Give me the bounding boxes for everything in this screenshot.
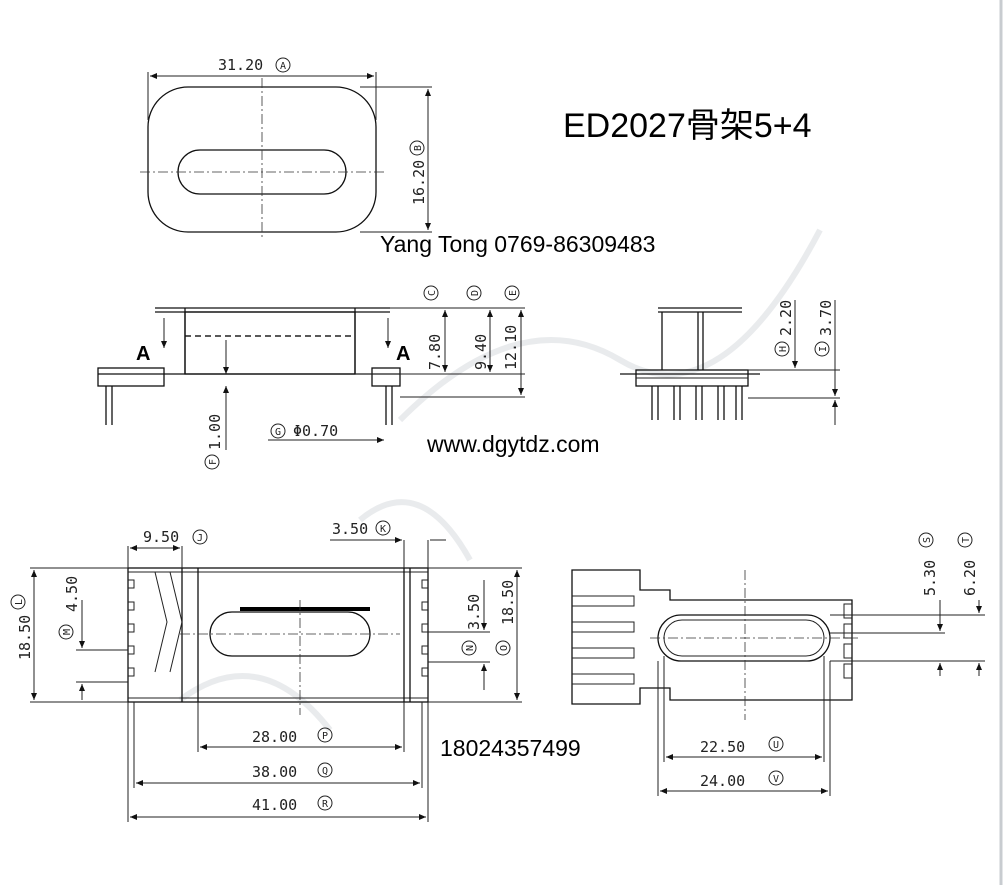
side-view: A A 7.80 9.40 12.10 C D E 1.00 F G Φ0.70 (97, 285, 525, 470)
dim-d-tag: D (470, 290, 481, 296)
top-view: 31.20 A 16.20 B (140, 56, 432, 240)
dim-e-value: 12.10 (502, 325, 520, 370)
dim-o-value: 18.50 (499, 580, 517, 625)
dim-g-tag: G (275, 427, 281, 438)
dim-k-tag: K (380, 524, 386, 535)
dim-i-value: 3.70 (817, 300, 835, 336)
dim-a-tag: A (280, 61, 286, 72)
watermark (178, 228, 823, 732)
dim-t-value: 6.20 (961, 560, 979, 596)
dim-h-tag: H (778, 346, 789, 352)
phone-number: 18024357499 (440, 735, 581, 761)
dim-f-value: 1.00 (206, 414, 224, 450)
dim-v-tag: V (773, 774, 779, 785)
section-view: 5.30 6.20 S T 22.50 U 24.00 V (571, 532, 985, 796)
dim-c-value: 7.80 (426, 334, 444, 370)
dim-a-value: 31.20 (218, 56, 263, 74)
dim-p-tag: P (322, 731, 328, 742)
dim-s-tag: S (922, 537, 933, 543)
dim-j-tag: J (197, 533, 203, 544)
dim-q-tag: Q (322, 766, 328, 777)
dim-b-tag: B (413, 145, 424, 151)
dim-k-value: 3.50 (332, 520, 368, 538)
dim-g-value: Φ0.70 (293, 422, 338, 440)
drawing-title: ED2027骨架5+4 (563, 107, 812, 145)
dim-v-value: 24.00 (700, 772, 745, 790)
dim-t-tag: T (961, 537, 972, 543)
dim-m-tag: M (62, 629, 73, 635)
dim-o-tag: O (499, 645, 510, 651)
dim-n-value: 3.50 (465, 594, 483, 630)
bottom-view: 9.50 J 3.50 K 18.50 L 4.50 M 3.50 N (10, 520, 522, 822)
dim-r-value: 41.00 (252, 796, 297, 814)
dim-q-value: 38.00 (252, 763, 297, 781)
dim-e-tag: E (508, 290, 519, 296)
dim-c-tag: C (427, 290, 438, 296)
end-view: 2.20 3.70 H I (620, 300, 840, 425)
dim-r-tag: R (322, 799, 329, 810)
section-mark-left: A (136, 343, 150, 365)
dim-m-value: 4.50 (63, 576, 81, 612)
dim-s-value: 5.30 (921, 560, 939, 596)
dim-d-value: 9.40 (472, 334, 490, 370)
dim-n-tag: N (465, 645, 476, 651)
dim-u-tag: U (773, 740, 779, 751)
dim-j-value: 9.50 (143, 528, 179, 546)
dim-b-value: 16.20 (410, 160, 428, 205)
dim-l-value: 18.50 (16, 615, 34, 660)
dim-f-tag: F (208, 459, 219, 465)
contact-name: Yang Tong 0769-86309483 (380, 231, 655, 257)
dim-l-tag: L (14, 599, 25, 605)
section-mark-right: A (396, 343, 410, 365)
dim-i-tag: I (818, 346, 829, 352)
website: www.dgytdz.com (426, 431, 600, 457)
dim-h-value: 2.20 (777, 300, 795, 336)
dim-u-value: 22.50 (700, 738, 745, 756)
dim-p-value: 28.00 (252, 728, 297, 746)
